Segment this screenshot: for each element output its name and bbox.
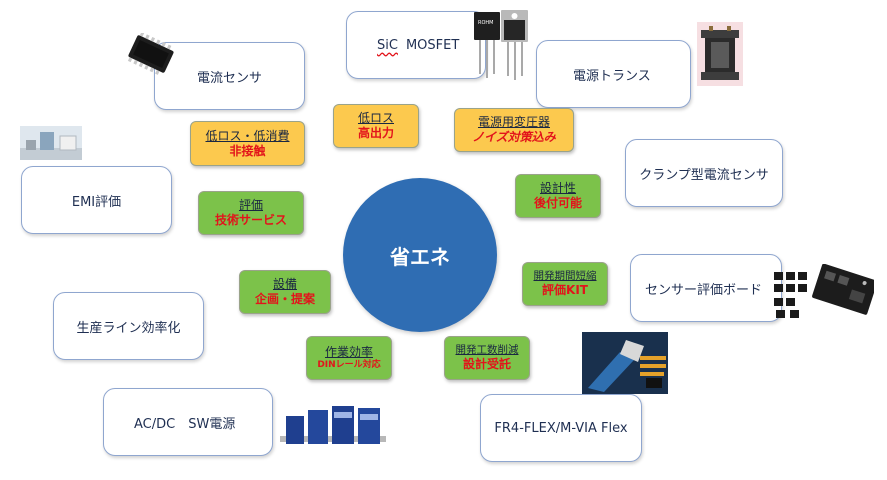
tag-low-loss-line1: 低ロス: [357, 111, 394, 125]
tag-dev-period: 開発期間短縮 評価KIT: [522, 262, 608, 306]
transformer-icon: [697, 22, 743, 86]
tag-design: 設計性 後付可能: [515, 174, 601, 218]
tag-dev-cost-line2: 設計受託: [462, 357, 511, 372]
tag-power-transformer-line1: 電源用変圧器: [477, 115, 550, 129]
tag-design-line1: 設計性: [539, 181, 576, 195]
tag-low-loss: 低ロス 高出力: [333, 104, 419, 148]
energy-saving-hub: 省エネ: [343, 178, 497, 332]
fr4-flex-label: FR4-FLEX/M-VIA Flex: [494, 420, 628, 436]
tag-dev-period-line1: 開発期間短縮: [533, 269, 597, 282]
tag-evaluation: 評価 技術サービス: [198, 191, 304, 235]
tag-low-power-line1: 低ロス・低消費: [205, 128, 290, 143]
mosfet-label: MOSFET: [405, 37, 460, 53]
current-sensor-label: 電流センサ: [196, 70, 262, 86]
clamp-sensor-label: クランプ型電流センサ: [639, 167, 769, 183]
tag-equipment-line2: 企画・提案: [254, 292, 315, 306]
acdc-power-label: AC/DC SW電源: [134, 416, 236, 432]
clamp-sensor-box: クランプ型電流センサ: [625, 139, 783, 207]
tag-equipment-line1: 設備: [272, 277, 297, 291]
tag-evaluation-line2: 技術サービス: [214, 213, 287, 227]
acdc-power-box: AC/DC SW電源: [103, 388, 273, 456]
qfn-chip-icon: [127, 33, 174, 75]
power-transformer-label: 電源トランス: [573, 68, 651, 84]
production-line-label: 生産ライン効率化: [76, 320, 181, 336]
tag-low-power-line2: 非接触: [229, 143, 266, 158]
tag-design-line2: 後付可能: [533, 196, 582, 210]
mosfet-transistor-icon: ROHM: [474, 10, 528, 80]
tag-power-transformer-line2: ノイズ対策込み: [472, 130, 556, 144]
sensor-board-box: センサー評価ボード: [630, 254, 782, 322]
emi-test-setup-icon: [20, 126, 82, 160]
flex-cable-icon: [582, 332, 668, 394]
tag-low-loss-line2: 高出力: [357, 126, 394, 140]
tag-equipment: 設備 企画・提案: [239, 270, 331, 314]
emi-evaluation-box: EMI評価: [21, 166, 172, 234]
tag-dev-period-line2: 評価KIT: [542, 283, 588, 298]
current-sensor-box: 電流センサ: [154, 42, 305, 110]
fr4-flex-box: FR4-FLEX/M-VIA Flex: [480, 394, 642, 462]
tag-work-efficiency-line2: DINレール対応: [317, 359, 381, 370]
tag-dev-cost: 開発工数削減 設計受託: [444, 336, 530, 380]
tag-power-transformer: 電源用変圧器 ノイズ対策込み: [454, 108, 574, 152]
tag-work-efficiency-line1: 作業効率: [324, 344, 373, 359]
din-rail-psu-icon: [280, 406, 386, 444]
sensor-board-icon: [774, 264, 874, 318]
production-line-box: 生産ライン効率化: [53, 292, 204, 360]
tag-dev-cost-line1: 開発工数削減: [455, 343, 519, 356]
emi-evaluation-label: EMI評価: [71, 194, 122, 210]
svg-text:ROHM: ROHM: [478, 20, 493, 26]
sensor-board-label: センサー評価ボード: [645, 282, 763, 298]
tag-work-efficiency: 作業効率 DINレール対応: [306, 336, 392, 380]
sic-mosfet-box: SiC MOSFET: [346, 11, 486, 79]
sic-prefix-label: SiC: [377, 37, 398, 53]
tag-low-power: 低ロス・低消費 非接触: [190, 121, 305, 166]
hub-label: 省エネ: [390, 244, 450, 269]
power-transformer-box: 電源トランス: [536, 40, 691, 108]
tag-evaluation-line1: 評価: [238, 198, 263, 212]
